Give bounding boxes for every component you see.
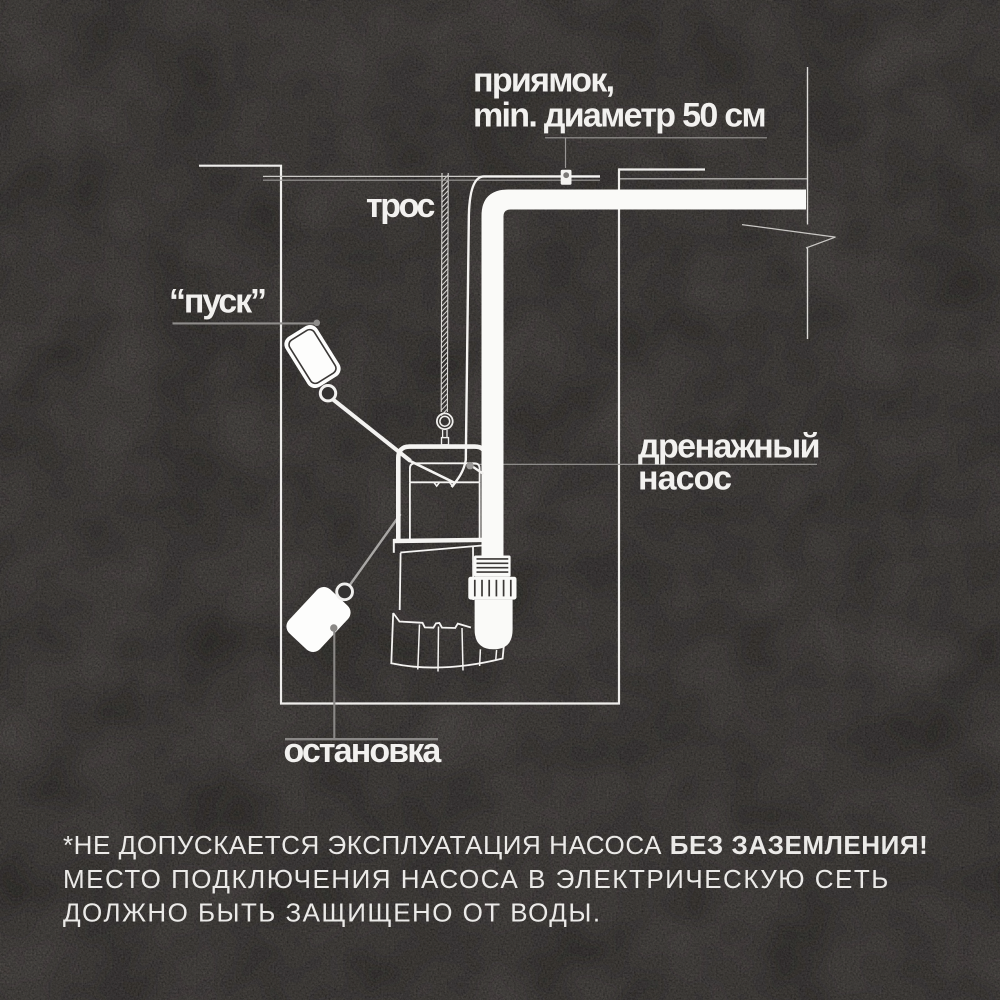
svg-text:остановка: остановка: [284, 732, 443, 770]
svg-text:приямок,: приямок,: [473, 62, 614, 100]
svg-text:трос: трос: [366, 187, 435, 225]
svg-text:*НЕ ДОПУСКАЕТСЯ ЭКСПЛУАТАЦИЯ Н: *НЕ ДОПУСКАЕТСЯ ЭКСПЛУАТАЦИЯ НАСОСА БЕЗ …: [63, 830, 928, 860]
svg-text:min. диаметр 50 см: min. диаметр 50 см: [473, 97, 765, 135]
svg-text:“пуск”: “пуск”: [169, 283, 265, 321]
svg-text:насос: насос: [638, 459, 731, 497]
svg-text:ДОЛЖНО БЫТЬ ЗАЩИЩЕНО ОТ ВОДЫ.: ДОЛЖНО БЫТЬ ЗАЩИЩЕНО ОТ ВОДЫ.: [63, 898, 602, 928]
svg-text:МЕСТО ПОДКЛЮЧЕНИЯ НАСОСА В ЭЛЕ: МЕСТО ПОДКЛЮЧЕНИЯ НАСОСА В ЭЛЕКТРИЧЕСКУЮ…: [63, 864, 890, 894]
svg-text:дренажный: дренажный: [638, 428, 819, 466]
